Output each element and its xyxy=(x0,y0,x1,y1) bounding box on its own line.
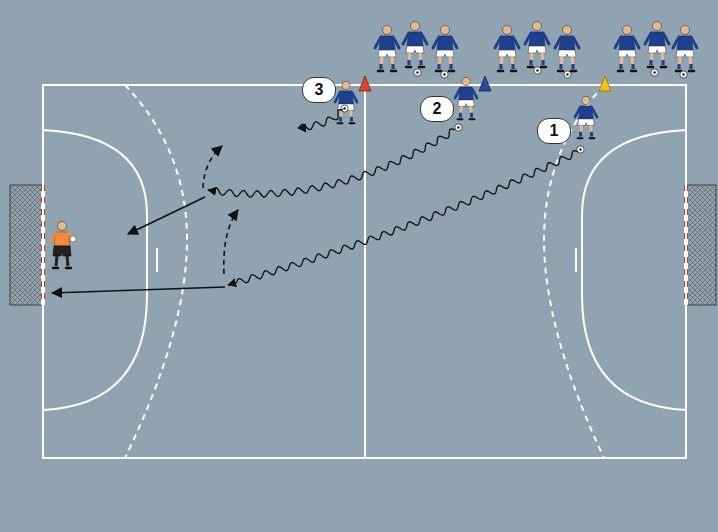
dribble-path xyxy=(298,110,343,130)
dribble-path xyxy=(208,129,455,197)
callout-number: 3 xyxy=(302,77,336,103)
callout-number: 1 xyxy=(537,118,571,144)
dribble-path xyxy=(228,151,578,285)
callout-number: 2 xyxy=(420,96,454,122)
